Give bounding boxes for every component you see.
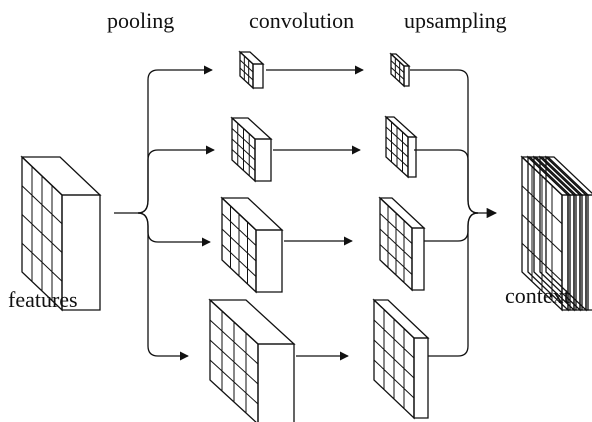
upsampled-block-2 [384, 115, 418, 179]
upsampling-label: upsampling [404, 8, 507, 33]
upsampled-block-1 [389, 52, 411, 88]
pooled-block-4-side-face [257, 343, 295, 422]
context-slab-3-side-face [579, 194, 589, 311]
input-features-block-grid-face [21, 155, 63, 312]
branch-3-line [137, 212, 211, 247]
pooled-block-1-side-face [252, 63, 264, 89]
upsampled-block-2-top-face [384, 116, 418, 138]
pooled-block-2 [230, 116, 273, 183]
context-slab-4-side-face [585, 194, 592, 311]
pooling-label: pooling [107, 8, 175, 33]
input-features-block-top-face [20, 156, 102, 196]
pooled-block-4-grid-face [209, 298, 259, 422]
context-slab-0-grid-face [521, 155, 563, 312]
upsampled-block-2-side-face [407, 136, 417, 178]
branch-4-line [137, 212, 189, 361]
pooled-block-4 [208, 298, 296, 422]
merge-2-line [414, 149, 479, 214]
upsampled-block-2-grid-face [385, 115, 409, 179]
upsampled-block-3-top-face [378, 197, 426, 229]
context-slab-0 [520, 155, 572, 312]
upsampled-block-3 [378, 196, 426, 292]
pooled-block-1 [238, 50, 265, 90]
features-label: features [8, 287, 78, 312]
pooled-block-3-grid-face [221, 196, 257, 294]
input-features-block [20, 155, 102, 312]
pooled-block-2-grid-face [231, 116, 256, 183]
branch-1-line [137, 65, 213, 214]
context-slab-2-side-face [573, 194, 583, 311]
upsampled-block-4-top-face [372, 299, 430, 339]
upsampled-block-4 [372, 298, 430, 420]
convolution-label: convolution [249, 8, 355, 33]
connector-lines [114, 65, 498, 361]
pooled-block-3 [220, 196, 284, 294]
upsampled-block-3-grid-face [379, 196, 413, 292]
upsampled-block-1-side-face [403, 65, 410, 87]
pooled-block-2-side-face [254, 138, 272, 182]
context-label: context [505, 283, 570, 308]
merge-4-line [428, 212, 479, 357]
pooled-block-4-top-face [208, 299, 296, 345]
feature-blocks [20, 50, 592, 422]
branch-2-line [137, 145, 215, 214]
upsampled-block-4-side-face [413, 337, 429, 419]
pooled-block-3-side-face [255, 229, 283, 293]
context-output-block [520, 155, 592, 312]
upsampled-block-4-grid-face [373, 298, 415, 420]
upsampled-block-3-side-face [411, 227, 425, 291]
